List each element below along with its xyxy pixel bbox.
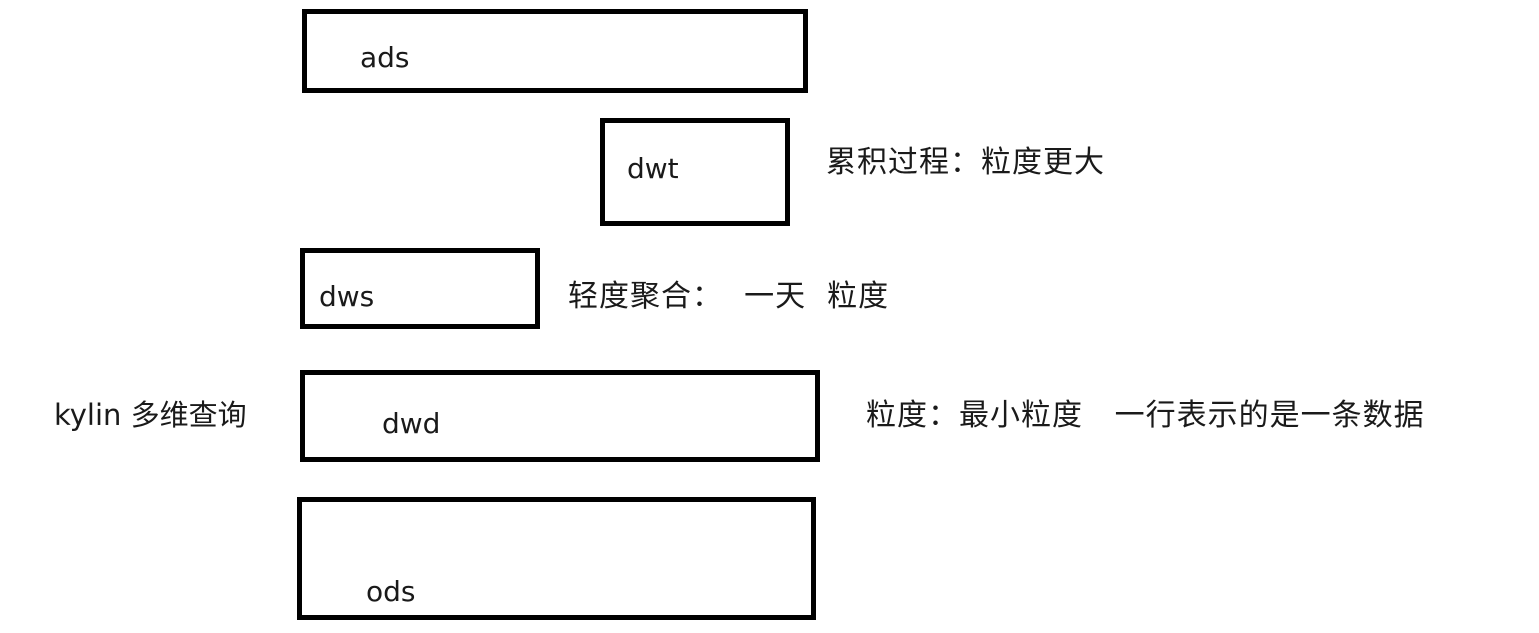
ods-layer-label: ods (366, 575, 416, 608)
dwd-annotation: 粒度：最小粒度 一行表示的是一条数据 (866, 398, 1425, 433)
dwt-layer-box: dwt (600, 118, 790, 226)
dws-layer-label: dws (319, 280, 375, 313)
ods-layer-box: ods (297, 497, 816, 620)
kylin-annotation: kylin 多维查询 (54, 398, 247, 432)
dwt-annotation: 累积过程：粒度更大 (826, 145, 1105, 180)
dwd-layer-label: dwd (382, 407, 441, 440)
dwd-layer-box: dwd (300, 370, 820, 462)
ads-layer-label: ads (360, 41, 410, 74)
ads-layer-box: ads (302, 9, 808, 93)
dwt-layer-label: dwt (627, 152, 679, 185)
dws-layer-box: dws (300, 248, 540, 329)
dws-annotation: 轻度聚合： 一天 粒度 (568, 279, 890, 314)
